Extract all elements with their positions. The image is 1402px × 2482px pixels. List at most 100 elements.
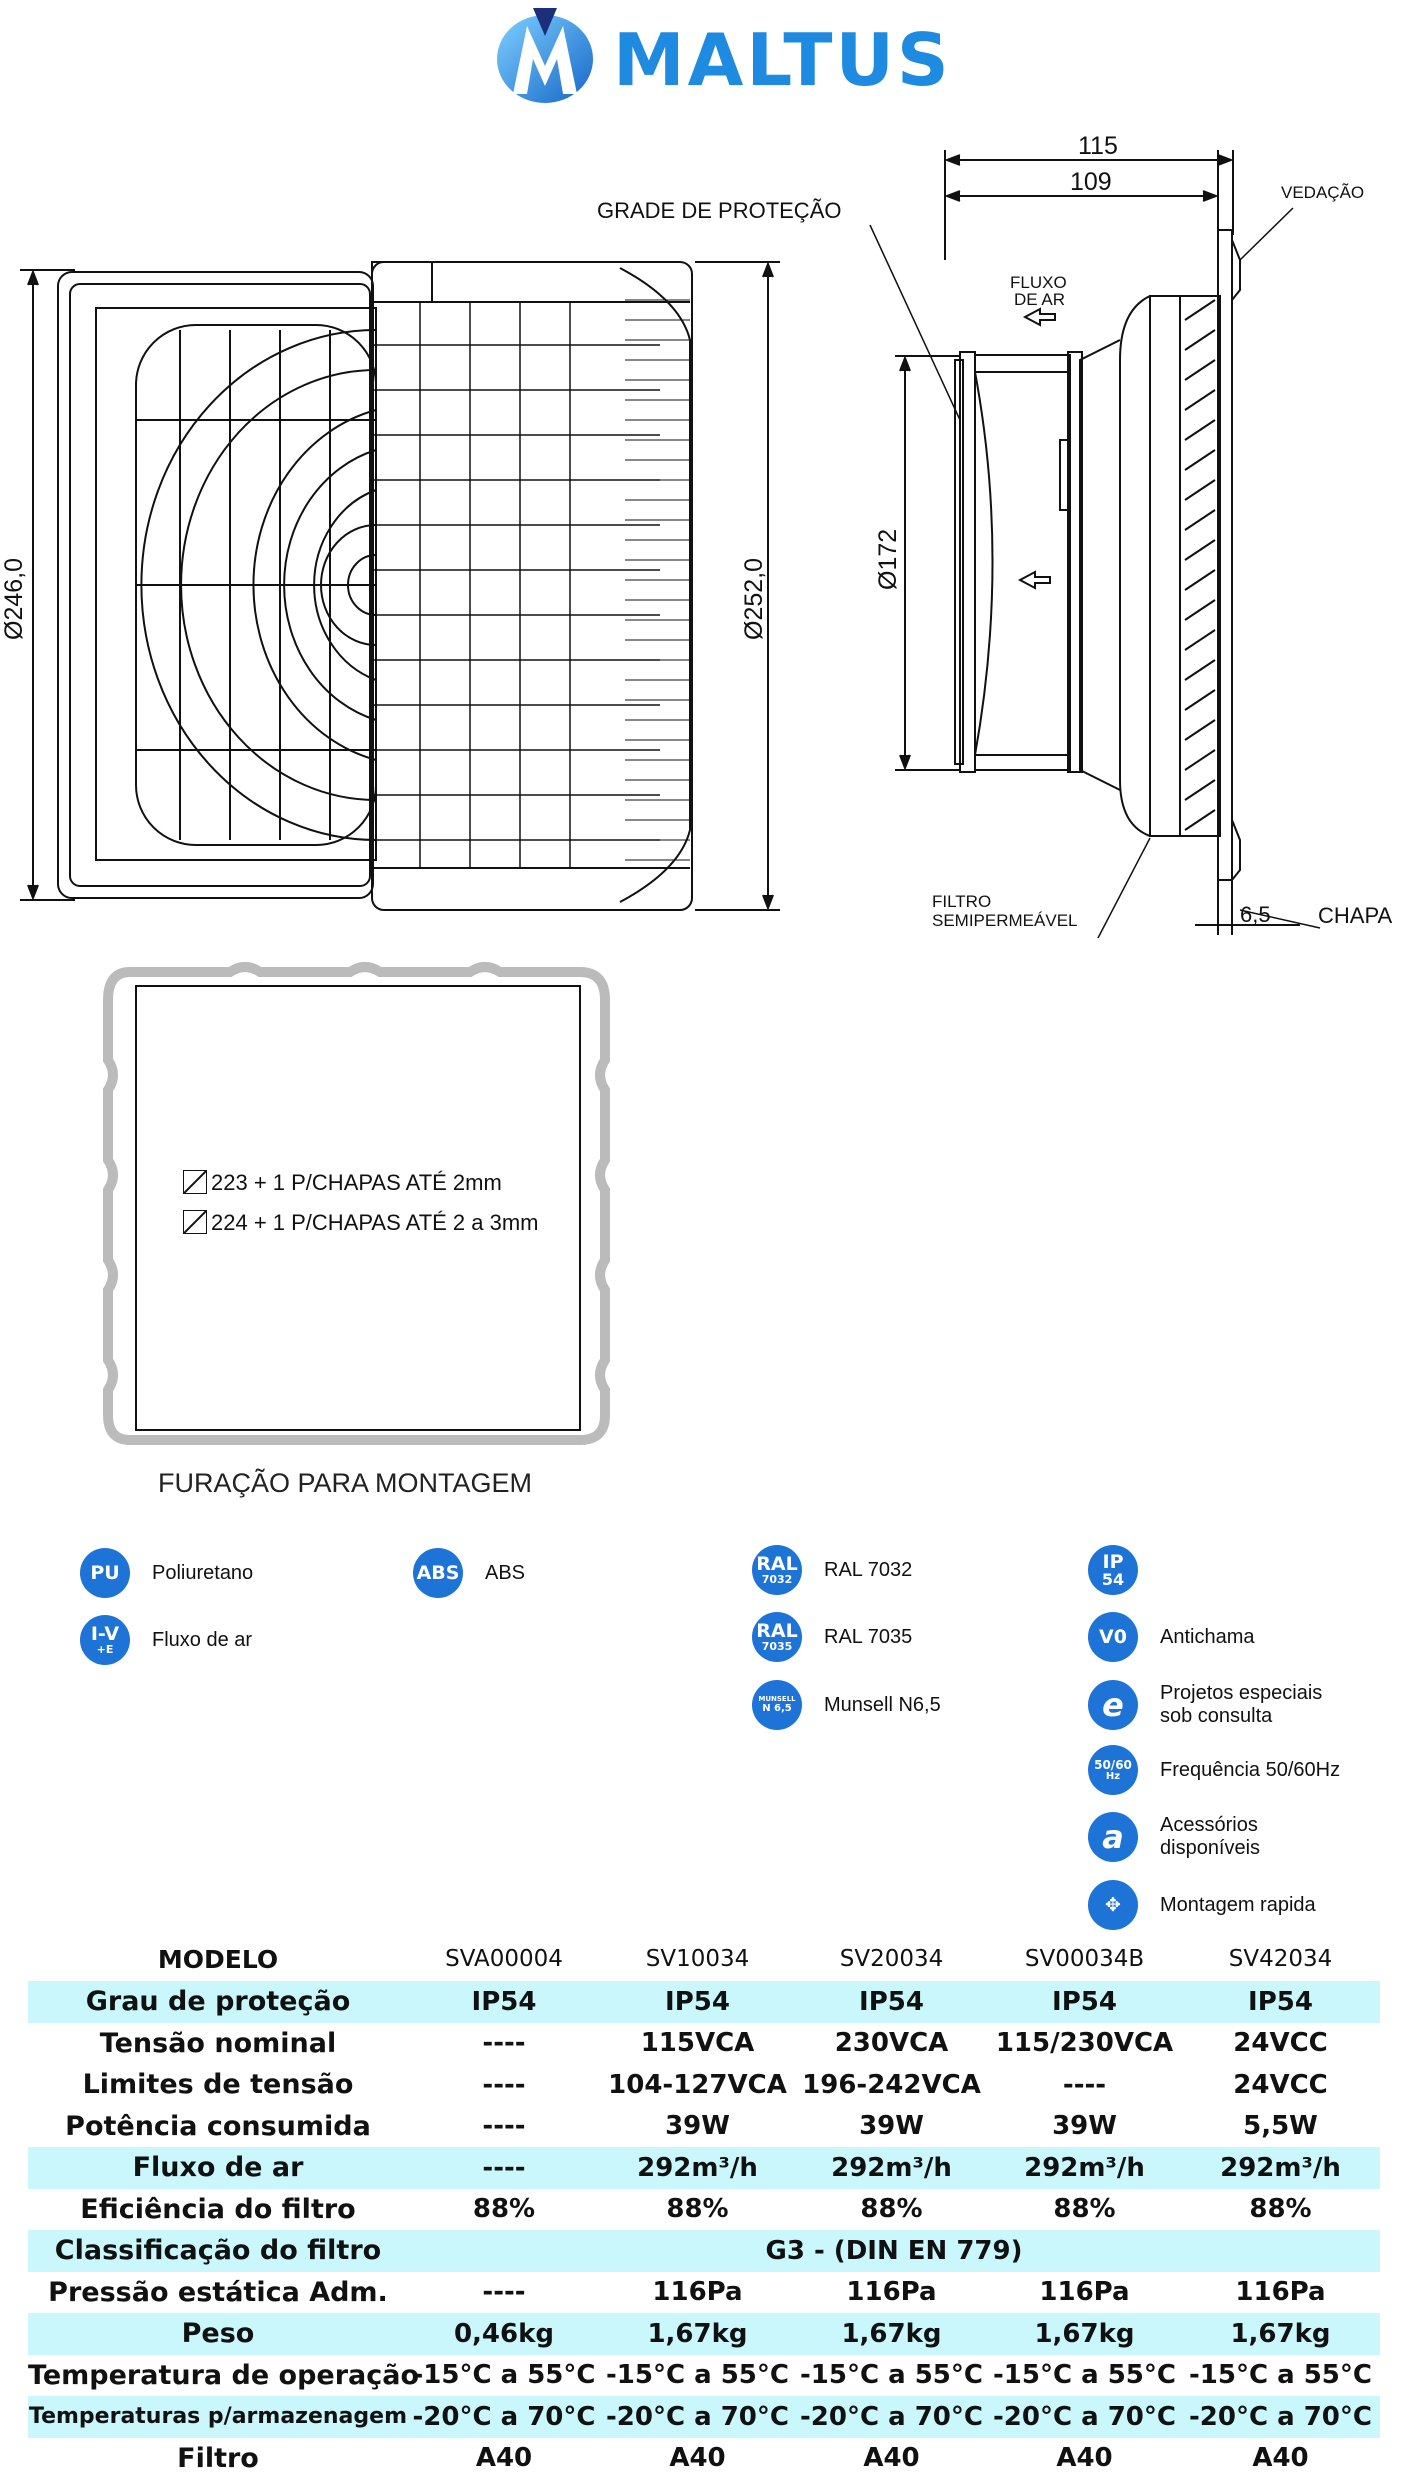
legend-label: Projetos especiais sob consulta xyxy=(1160,1682,1323,1727)
legend-item: a Acessórios disponíveis xyxy=(1088,1812,1260,1862)
badge-text: PU xyxy=(90,1561,120,1584)
table-cell: 292m³/h xyxy=(988,2147,1181,2189)
side-view xyxy=(869,150,1321,939)
row-label: Potência consumida xyxy=(65,2110,371,2142)
table-row: Temperatura de operação-15°C a 55°C-15°C… xyxy=(28,2355,1380,2397)
table-cell: -20°C a 70°C xyxy=(600,2396,795,2438)
table-cell: IP54 xyxy=(1181,1981,1380,2023)
table-cell: IP54 xyxy=(988,1981,1181,2023)
label-filtro-1: FILTRO xyxy=(932,892,991,911)
badge-text: e xyxy=(1102,1686,1124,1724)
model-col: SV42034 xyxy=(1228,1946,1333,1972)
cutout-spec-1: 223 + 1 P/CHAPAS ATÉ 2mm xyxy=(183,1170,502,1196)
table-cell: 104-127VCA xyxy=(608,2069,787,2100)
legend-label: RAL 7032 xyxy=(824,1558,913,1581)
badge-text: IP xyxy=(1102,1550,1124,1573)
quick-mount-icon: ✥ xyxy=(1088,1880,1138,1930)
row-label: Tensão nominal xyxy=(99,2027,337,2059)
table-cell: ---- xyxy=(482,2111,526,2142)
legend-label: Montagem rapida xyxy=(1160,1893,1316,1916)
table-cell: 292m³/h xyxy=(795,2147,988,2189)
table-cell: 5,5W xyxy=(1243,2111,1318,2142)
badge-text: ✥ xyxy=(1105,1893,1121,1916)
badge-text: a xyxy=(1102,1818,1124,1856)
model-col: SV00034B xyxy=(1024,1946,1145,1972)
table-cell: 39W xyxy=(665,2111,730,2142)
badge-subtext: 54 xyxy=(1101,1569,1125,1589)
badge-text: I-V xyxy=(90,1623,120,1645)
side-dim-total: 115 xyxy=(1078,132,1118,160)
badge-subtext: Hz xyxy=(1105,1770,1121,1782)
table-cell: 196-242VCA xyxy=(802,2069,981,2100)
table-cell: 1,67kg xyxy=(795,2313,988,2355)
legend-label: RAL 7035 xyxy=(824,1625,913,1648)
table-cell: A40 xyxy=(863,2443,920,2474)
badge-text: V0 xyxy=(1099,1625,1127,1648)
legend-label: Munsell N6,5 xyxy=(824,1693,941,1716)
front-dim-outer: Ø246,0 xyxy=(0,558,28,640)
badge-text: MUNSELL xyxy=(758,1695,796,1703)
table-cell: ---- xyxy=(1062,2069,1107,2100)
legend-item: I-V+E Fluxo de ar xyxy=(80,1615,252,1665)
e-icon: e xyxy=(1088,1680,1138,1730)
table-cell: 0,46kg xyxy=(408,2313,600,2355)
table-cell: ---- xyxy=(408,2147,600,2189)
legend-item: V0 Antichama xyxy=(1088,1612,1255,1662)
table-cell: -15°C a 55°C xyxy=(1189,2360,1372,2391)
badge-subtext: N 6,5 xyxy=(762,1703,792,1714)
badge-subtext: 7032 xyxy=(761,1573,793,1586)
table-cell: 39W xyxy=(859,2111,924,2142)
legend-label: Antichama xyxy=(1160,1625,1255,1648)
model-col: SV20034 xyxy=(839,1946,944,1972)
table-cell-merged: G3 - (DIN EN 779) xyxy=(408,2230,1380,2272)
label-chapa: CHAPA xyxy=(1318,903,1392,928)
table-cell: -15°C a 55°C xyxy=(606,2360,789,2391)
table-cell: 115/230VCA xyxy=(995,2028,1174,2059)
a-icon: a xyxy=(1088,1812,1138,1862)
table-cell: -20°C a 70°C xyxy=(988,2396,1181,2438)
legend-label: Frequência 50/60Hz xyxy=(1160,1758,1341,1781)
table-cell: -15°C a 55°C xyxy=(800,2360,983,2391)
table-cell: IP54 xyxy=(795,1981,988,2023)
v0-icon: V0 xyxy=(1088,1612,1138,1662)
table-cell: -15°C a 55°C xyxy=(993,2360,1176,2391)
table-cell: 88% xyxy=(860,2194,923,2225)
label-vedacao: VEDAÇÃO xyxy=(1281,183,1364,202)
legend-label: Acessórios disponíveis xyxy=(1160,1814,1261,1859)
badge-subtext: 7035 xyxy=(761,1640,793,1653)
header-modelo: MODELO xyxy=(157,1944,279,1974)
table-cell: 88% xyxy=(666,2194,729,2225)
legend-label: ABS xyxy=(485,1561,526,1584)
legend-label: Fluxo de ar xyxy=(152,1628,253,1651)
side-dim-fan: Ø172 xyxy=(874,529,902,590)
table-cell: 116Pa xyxy=(1235,2277,1326,2308)
mounting-cutout-drawing xyxy=(103,962,610,1445)
row-label: Temperaturas p/armazenagem xyxy=(28,2396,408,2438)
badge-text: ABS xyxy=(416,1561,460,1584)
table-cell: -20°C a 70°C xyxy=(408,2396,600,2438)
table-cell: A40 xyxy=(1252,2443,1309,2474)
row-label: Limites de tensão xyxy=(82,2069,354,2101)
badge-subtext: +E xyxy=(96,1643,114,1656)
table-cell: 88% xyxy=(472,2194,536,2225)
model-col: SV10034 xyxy=(645,1946,750,1972)
row-label: Classificação do filtro xyxy=(28,2230,408,2272)
side-dim-plate: 6,5 xyxy=(1240,902,1271,927)
row-label: Grau de proteção xyxy=(28,1981,408,2023)
table-cell: -20°C a 70°C xyxy=(795,2396,988,2438)
table-cell: ---- xyxy=(482,2277,526,2308)
table-cell: 1,67kg xyxy=(988,2313,1181,2355)
row-label: Filtro xyxy=(177,2442,259,2474)
table-cell: 88% xyxy=(1053,2194,1116,2225)
legend-item: e Projetos especiais sob consulta xyxy=(1088,1680,1322,1730)
table-cell: 24VCC xyxy=(1233,2069,1328,2100)
